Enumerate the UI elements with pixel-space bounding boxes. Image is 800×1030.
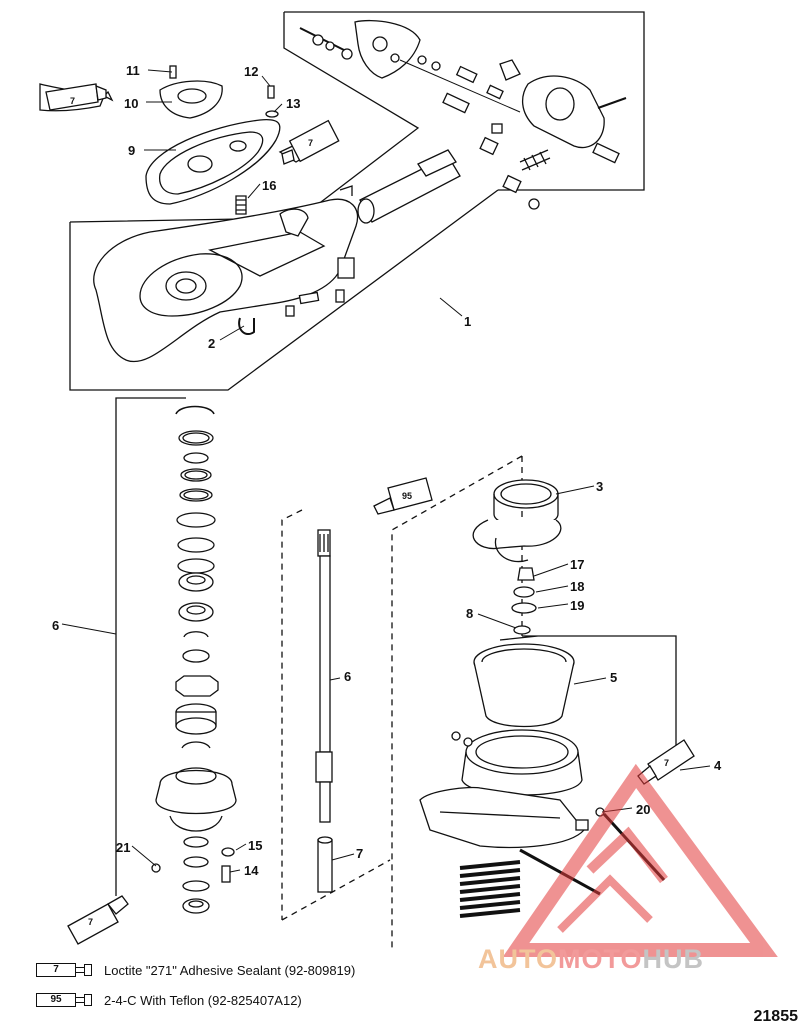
shaft-box-dashes — [281, 509, 391, 921]
callout-3: 3 — [596, 479, 603, 494]
tube-label-7c: 7 — [664, 758, 669, 768]
tube-95-icon: 95 — [36, 992, 94, 1008]
legend-tube-number: 95 — [36, 993, 76, 1007]
legend-row-loctite: 7 Loctite "271" Adhesive Sealant (92-809… — [36, 962, 355, 978]
driveshaft — [315, 529, 333, 893]
bearing-stack-border — [115, 397, 186, 896]
callout-1: 1 — [464, 314, 471, 329]
legend-text-loctite: Loctite "271" Adhesive Sealant (92-80981… — [104, 962, 356, 978]
callout-14: 14 — [244, 863, 259, 878]
tube-label-7a: 7 — [70, 96, 75, 106]
callout-17: 17 — [570, 557, 584, 572]
callout-16: 16 — [262, 178, 276, 193]
stator-box-border — [499, 635, 677, 768]
callout-5: 5 — [610, 670, 617, 685]
legend-tube-number: 7 — [36, 963, 76, 977]
callout-4: 4 — [714, 758, 722, 773]
tube-label-95: 95 — [402, 491, 412, 501]
tube-label-7d: 7 — [88, 917, 93, 927]
document-number: 21855 — [753, 1008, 799, 1025]
bearing-stack — [151, 405, 237, 914]
callout-15: 15 — [248, 838, 262, 853]
callout-8: 8 — [466, 606, 473, 621]
watermark-logo-icon — [502, 763, 778, 957]
callout-6a: 6 — [52, 618, 59, 633]
callout-21: 21 — [116, 840, 130, 855]
legend-row-teflon: 95 2-4-C With Teflon (92-825407A12) — [36, 992, 302, 1008]
upper-bracket-border — [284, 11, 645, 191]
callout-12: 12 — [244, 64, 258, 79]
watermark-part2: MOTO — [558, 944, 643, 974]
callout-10: 10 — [124, 96, 138, 111]
pump-housing — [93, 185, 359, 363]
tube-7-upper-mid — [281, 119, 340, 165]
callout-19: 19 — [570, 598, 584, 613]
legend-text-teflon: 2-4-C With Teflon (92-825407A12) — [104, 992, 302, 1008]
upper-left-edge — [283, 12, 420, 219]
callout-7a: 7 — [356, 846, 363, 861]
impeller — [472, 479, 562, 635]
tube-label-7b: 7 — [308, 138, 313, 148]
watermark-part3: HUB — [642, 944, 705, 974]
tube-7-lower-left — [67, 895, 129, 945]
callout-20: 20 — [636, 802, 650, 817]
tube-95 — [373, 477, 433, 515]
callout-13: 13 — [286, 96, 300, 111]
callout-6b: 6 — [344, 669, 351, 684]
leader-lines — [61, 69, 711, 873]
wear-ring — [473, 643, 575, 728]
callout-2: 2 — [208, 336, 215, 351]
callout-18: 18 — [570, 579, 584, 594]
callout-11: 11 — [126, 63, 140, 78]
callout-9: 9 — [128, 143, 135, 158]
stator-housing — [419, 729, 666, 918]
steering-linkage — [299, 19, 627, 210]
drive-tube — [357, 149, 461, 224]
watermark-text: AUTOMOTOHUB — [478, 944, 704, 975]
tube-7-icon: 7 — [36, 962, 94, 978]
tube-7-upper-left — [45, 83, 107, 111]
watermark-part1: AUTO — [478, 944, 559, 974]
